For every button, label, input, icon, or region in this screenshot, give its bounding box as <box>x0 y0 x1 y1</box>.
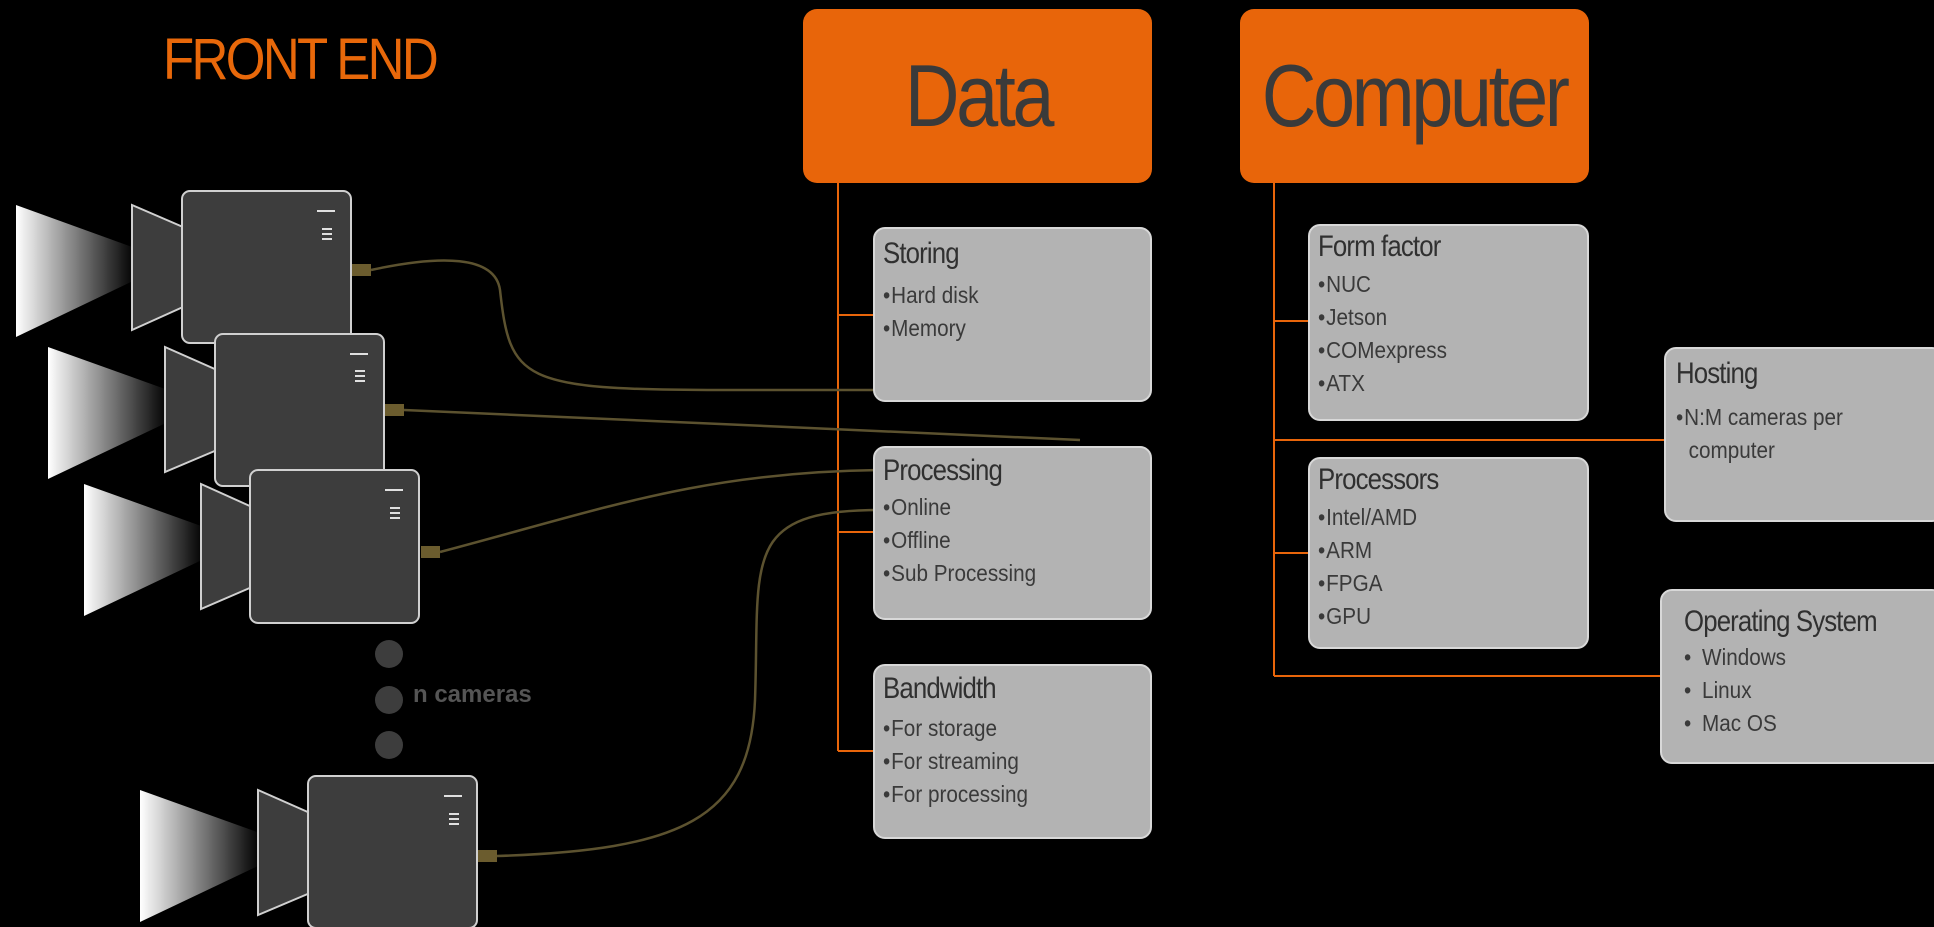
processors-item: FPGA <box>1318 567 1553 600</box>
hosting-card: Hosting N:M cameras per computer <box>1664 347 1934 522</box>
storing-title: Storing <box>883 237 960 270</box>
form-factor-card: Form factor NUC Jetson COMexpress ATX <box>1308 224 1589 421</box>
bandwidth-item: For streaming <box>883 745 1116 778</box>
form-factor-item: COMexpress <box>1318 334 1553 367</box>
camera-count-label: n cameras <box>413 681 532 708</box>
operating-system-card: Operating System Windows Linux Mac OS <box>1660 589 1934 764</box>
camera-2 <box>48 333 404 487</box>
storing-item: Hard disk <box>883 279 1116 312</box>
processors-card: Processors Intel/AMD ARM FPGA GPU <box>1308 457 1589 649</box>
form-factor-item: Jetson <box>1318 301 1553 334</box>
front-end-title: FRONT END <box>163 27 439 92</box>
operating-system-title: Operating System <box>1684 605 1878 638</box>
operating-system-item: Mac OS <box>1684 707 1896 740</box>
hosting-item: computer <box>1688 437 1775 463</box>
camera-ellipsis-dots <box>375 640 403 759</box>
processing-card: Processing Online Offline Sub Processing <box>873 446 1152 620</box>
form-factor-item: ATX <box>1318 367 1553 400</box>
operating-system-item: Windows <box>1684 641 1896 674</box>
processing-title: Processing <box>883 454 1003 487</box>
camera-1 <box>16 190 371 344</box>
processors-item: Intel/AMD <box>1318 501 1553 534</box>
storing-item: Memory <box>883 312 1116 345</box>
bandwidth-title: Bandwidth <box>883 672 997 705</box>
camera-3 <box>84 469 440 624</box>
computer-header-label: Computer <box>1262 46 1570 145</box>
hosting-item: N:M cameras per <box>1676 401 1906 434</box>
processors-item: GPU <box>1318 600 1553 633</box>
computer-header: Computer <box>1240 9 1589 183</box>
data-tree-connectors <box>837 182 875 752</box>
operating-system-item: Linux <box>1684 674 1896 707</box>
form-factor-item: NUC <box>1318 268 1553 301</box>
data-header: Data <box>803 9 1152 183</box>
processing-item: Online <box>883 491 1116 524</box>
camera-n <box>140 775 497 927</box>
storing-card: Storing Hard disk Memory <box>873 227 1152 402</box>
camera-cables <box>370 259 1081 858</box>
bandwidth-card: Bandwidth For storage For streaming For … <box>873 664 1152 839</box>
bandwidth-item: For storage <box>883 712 1116 745</box>
processing-item: Offline <box>883 524 1116 557</box>
processing-item: Sub Processing <box>883 557 1116 590</box>
data-header-label: Data <box>904 46 1054 145</box>
bandwidth-item: For processing <box>883 778 1116 811</box>
processors-title: Processors <box>1318 463 1439 496</box>
form-factor-title: Form factor <box>1318 230 1441 263</box>
computer-tree-connectors <box>1273 182 1664 677</box>
hosting-title: Hosting <box>1676 357 1758 390</box>
processors-item: ARM <box>1318 534 1553 567</box>
